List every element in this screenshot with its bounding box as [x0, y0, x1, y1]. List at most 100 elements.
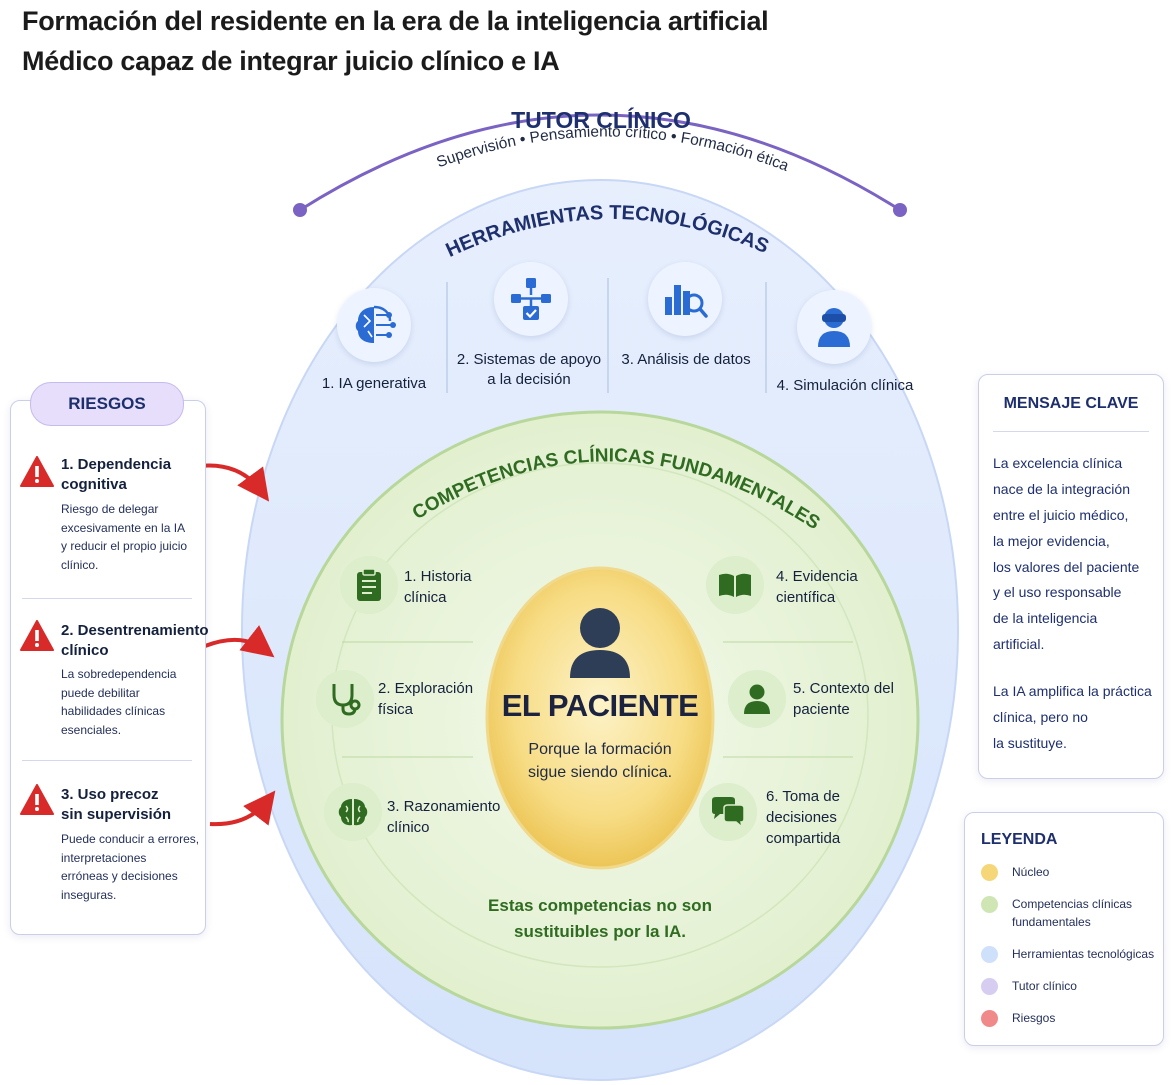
- comp-label-exploracion: 2. Exploración física: [378, 678, 473, 720]
- risk-title-line: cognitiva: [61, 475, 127, 493]
- legend-item-nucleo: Núcleo: [981, 863, 1049, 881]
- comp-label-line: física: [378, 701, 414, 718]
- comp-label-line: 5. Contexto del: [793, 680, 894, 697]
- key-message-line: La IA amplifica la práctica: [993, 683, 1152, 699]
- tutor-items: Supervisión • Pensamiento crítico • Form…: [434, 123, 791, 175]
- risks-title: RIESGOS: [30, 382, 184, 426]
- core-line: sigue siendo clínica.: [527, 764, 673, 782]
- key-message-line: entre el juicio médico,: [993, 506, 1129, 523]
- note-line: Estas competencias no son: [488, 896, 712, 915]
- comp-icon-razonamiento: [324, 783, 382, 841]
- legend-label: Riesgos: [1012, 1011, 1056, 1025]
- chat-bubbles-icon: [712, 797, 745, 828]
- bar-chart-magnifier-icon: [665, 285, 708, 318]
- risk-3-title: 3. Uso precoz sin supervisión: [61, 785, 171, 824]
- tutor-item: Pensamiento crítico: [528, 123, 667, 146]
- risk-arrow-3: [209, 790, 276, 827]
- comp-icon-contexto: [728, 670, 786, 728]
- risk-desc-line: puede debilitar: [61, 685, 140, 700]
- tutor-bullet: •: [666, 127, 682, 146]
- tool-label-ia-generativa: 1. IA generativa: [321, 375, 427, 392]
- legend-panel: LEYENDA Núcleo Competencias clínicas fund…: [964, 812, 1164, 1046]
- tutor-item: Formación ética: [679, 129, 791, 175]
- comp-label-line: 3. Razonamiento: [387, 798, 501, 815]
- brain-icon: [338, 799, 368, 826]
- comp-label-line: 1. Historia: [404, 568, 472, 585]
- key-message-title: MENSAJE CLAVE: [1003, 395, 1139, 412]
- note-line: sustituibles por la IA.: [514, 921, 686, 941]
- legend-item-tutor: Tutor clínico: [981, 977, 1077, 995]
- risk-arrow-2: [204, 625, 275, 658]
- comp-label-line: clínico: [387, 819, 430, 836]
- tool-label-analisis-datos: 3. Análisis de datos: [621, 351, 751, 368]
- page-subtitle: Médico capaz de integrar juicio clínico …: [22, 46, 560, 76]
- tutor-title: TUTOR CLÍNICO: [511, 106, 691, 133]
- risk-desc-line: Puede conducir a errores,: [61, 832, 200, 846]
- comp-icon-evidencia: [706, 556, 764, 614]
- risk-divider: [22, 760, 192, 761]
- comp-label-historia: 1. Historia clínica: [404, 566, 472, 608]
- comp-label-line: científica: [776, 589, 836, 606]
- key-message-line: artificial.: [993, 636, 1045, 653]
- key-message-line: y el uso responsable: [993, 584, 1122, 601]
- risk-desc-line: clínico.: [61, 557, 99, 572]
- risk-1-description: Riesgo de delegar excesivamente en la IA…: [61, 500, 187, 574]
- clipboard-icon: [357, 568, 381, 601]
- key-message-line: la sustituye.: [993, 734, 1067, 751]
- core-line: Porque la formación: [528, 741, 672, 758]
- key-message-paragraph-2: La IA amplifica la práctica clínica, pero…: [993, 679, 1152, 757]
- tool-label-line: a la decisión: [487, 371, 571, 389]
- risk-1-title: 1. Dependencia cognitiva: [61, 455, 171, 494]
- tool-icon-simulacion: [797, 290, 871, 364]
- risk-arrow-1: [199, 463, 270, 502]
- patient-person-icon: [570, 608, 630, 678]
- legend-label-line: fundamentales: [1012, 915, 1091, 929]
- key-message-line: La excelencia clínica: [993, 455, 1123, 471]
- comp-label-line: compartida: [766, 830, 841, 847]
- legend-label: Tutor clínico: [1012, 979, 1077, 993]
- warning-icon: [20, 620, 54, 651]
- tutor-bullet: •: [514, 130, 531, 149]
- legend-item-competencias: Competencias clínicas fundamentales: [981, 895, 1132, 931]
- risk-desc-line: erróneas y decisiones: [61, 869, 178, 884]
- competencies-note: Estas competencias no son sustituibles p…: [450, 893, 750, 944]
- comp-label-evidencia: 4. Evidencia científica: [776, 566, 858, 608]
- comp-label-line: clínica: [404, 589, 447, 606]
- key-message-line: clínica, pero no: [993, 708, 1088, 725]
- risk-desc-line: Riesgo de delegar: [61, 502, 159, 516]
- legend-item-riesgos: Riesgos: [981, 1009, 1055, 1027]
- vr-headset-person-icon: [818, 308, 850, 347]
- key-message-line: de la inteligencia: [993, 610, 1098, 627]
- legend-label: Herramientas tecnológicas: [1012, 947, 1155, 961]
- warning-icon: [20, 456, 54, 487]
- flowchart-icon: [511, 278, 551, 320]
- warning-icon: [20, 784, 54, 815]
- comp-label-line: 4. Evidencia: [776, 568, 858, 585]
- key-message-line: la mejor evidencia,: [993, 532, 1110, 549]
- risk-desc-line: esenciales.: [61, 722, 122, 737]
- risk-2-description: La sobredependencia puede debilitar habi…: [61, 665, 176, 739]
- comp-icon-decisiones: [699, 783, 757, 841]
- tool-icon-ia-generativa: [337, 288, 411, 362]
- legend-swatch: [981, 896, 998, 913]
- comp-icon-historia: [340, 556, 398, 614]
- tutor-arc: [299, 113, 901, 212]
- core-circle: [485, 566, 715, 870]
- risk-desc-line: excesivamente en la IA: [61, 520, 186, 535]
- risk-desc-line: interpretaciones: [61, 850, 147, 865]
- risk-desc-line: La sobredependencia: [61, 667, 177, 681]
- legend-label: Competencias clínicas fundamentales: [1012, 895, 1132, 931]
- legend-title: LEYENDA: [981, 831, 1058, 848]
- legend-swatch: [981, 1010, 998, 1027]
- legend-label-line: Competencias clínicas: [1012, 897, 1133, 911]
- legend-swatch: [981, 864, 998, 881]
- legend-label: Núcleo: [1012, 865, 1050, 879]
- tutor-arc-end-right: [893, 203, 907, 217]
- risk-divider: [22, 598, 192, 599]
- risk-title-line: clínico: [61, 641, 109, 659]
- legend-swatch: [981, 946, 998, 963]
- risk-title-line: 1. Dependencia: [61, 456, 172, 473]
